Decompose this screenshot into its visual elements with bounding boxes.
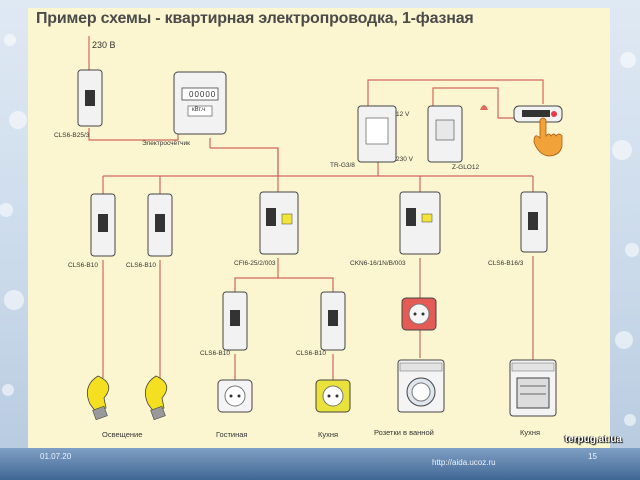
main-breaker-label: CLS6-B25/3 [54, 132, 90, 139]
caption-bathroom: Розетки в ванной [374, 428, 434, 437]
breaker-b2-label: CLS6-B10 [126, 262, 156, 269]
caption-living-room: Гостиная [216, 430, 248, 439]
footer-bar [0, 448, 640, 480]
kitchen-socket [315, 379, 351, 413]
rcbo-label: CKN6-16/1N/B/003 [350, 260, 406, 267]
transformer-label: TR-G3/8 [330, 162, 355, 169]
hand-pointer-icon [533, 117, 563, 157]
bathroom-socket [401, 297, 437, 331]
touch-switch [513, 105, 563, 123]
footer-url[interactable]: http://aida.ucoz.ru [432, 458, 496, 467]
breaker-kitchen [520, 191, 548, 253]
kitchen-stove [509, 359, 557, 417]
wiring-diagram [77, 36, 563, 421]
transformer [357, 105, 397, 163]
rcd [259, 191, 299, 255]
transformer-output: 12 V [396, 111, 410, 118]
caption-lighting: Освещение [102, 430, 143, 439]
light-bulb-icon [86, 375, 110, 421]
living-room-socket [217, 379, 253, 413]
input-voltage: 230 В [92, 40, 116, 50]
breaker-living [222, 291, 248, 351]
breaker-living-label: CLS6-B10 [200, 350, 230, 357]
washing-machine [397, 359, 445, 413]
meter-digits: 00000 [189, 90, 217, 99]
controller-module [427, 105, 463, 163]
breaker-kitchen2 [320, 291, 346, 351]
main-breaker [77, 69, 103, 127]
breaker-b1 [90, 193, 116, 257]
caption-kitchen: Кухня [318, 430, 339, 439]
rcbo [399, 191, 441, 255]
transformer-input: 230 V [396, 156, 413, 163]
bell-icon [480, 105, 488, 110]
brand-watermark: terpug.at.ua [564, 434, 622, 445]
electricity-meter [173, 71, 227, 135]
footer-date: 01.07.20 [40, 452, 72, 461]
meter-label: Электросчётчик [142, 140, 191, 147]
slide: Пример схемы - квартирная электропроводк… [28, 8, 610, 448]
breaker-kitchen2-label: CLS6-B10 [296, 350, 326, 357]
controller-label: Z-GLO12 [452, 164, 480, 171]
breaker-kitchen-label: CLS6-B16/3 [488, 260, 524, 267]
caption-kitchen-2: Кухня [520, 428, 541, 437]
footer-page-number: 15 [588, 452, 597, 461]
light-bulb-icon [144, 375, 168, 421]
meter-unit: кВт.ч [192, 107, 206, 113]
breaker-b1-label: CLS6-B10 [68, 262, 98, 269]
rcd-label: CFI6-25/2/003 [234, 260, 276, 267]
breaker-b2 [147, 193, 173, 257]
wires [88, 36, 544, 380]
page-title: Пример схемы - квартирная электропроводк… [36, 10, 474, 27]
